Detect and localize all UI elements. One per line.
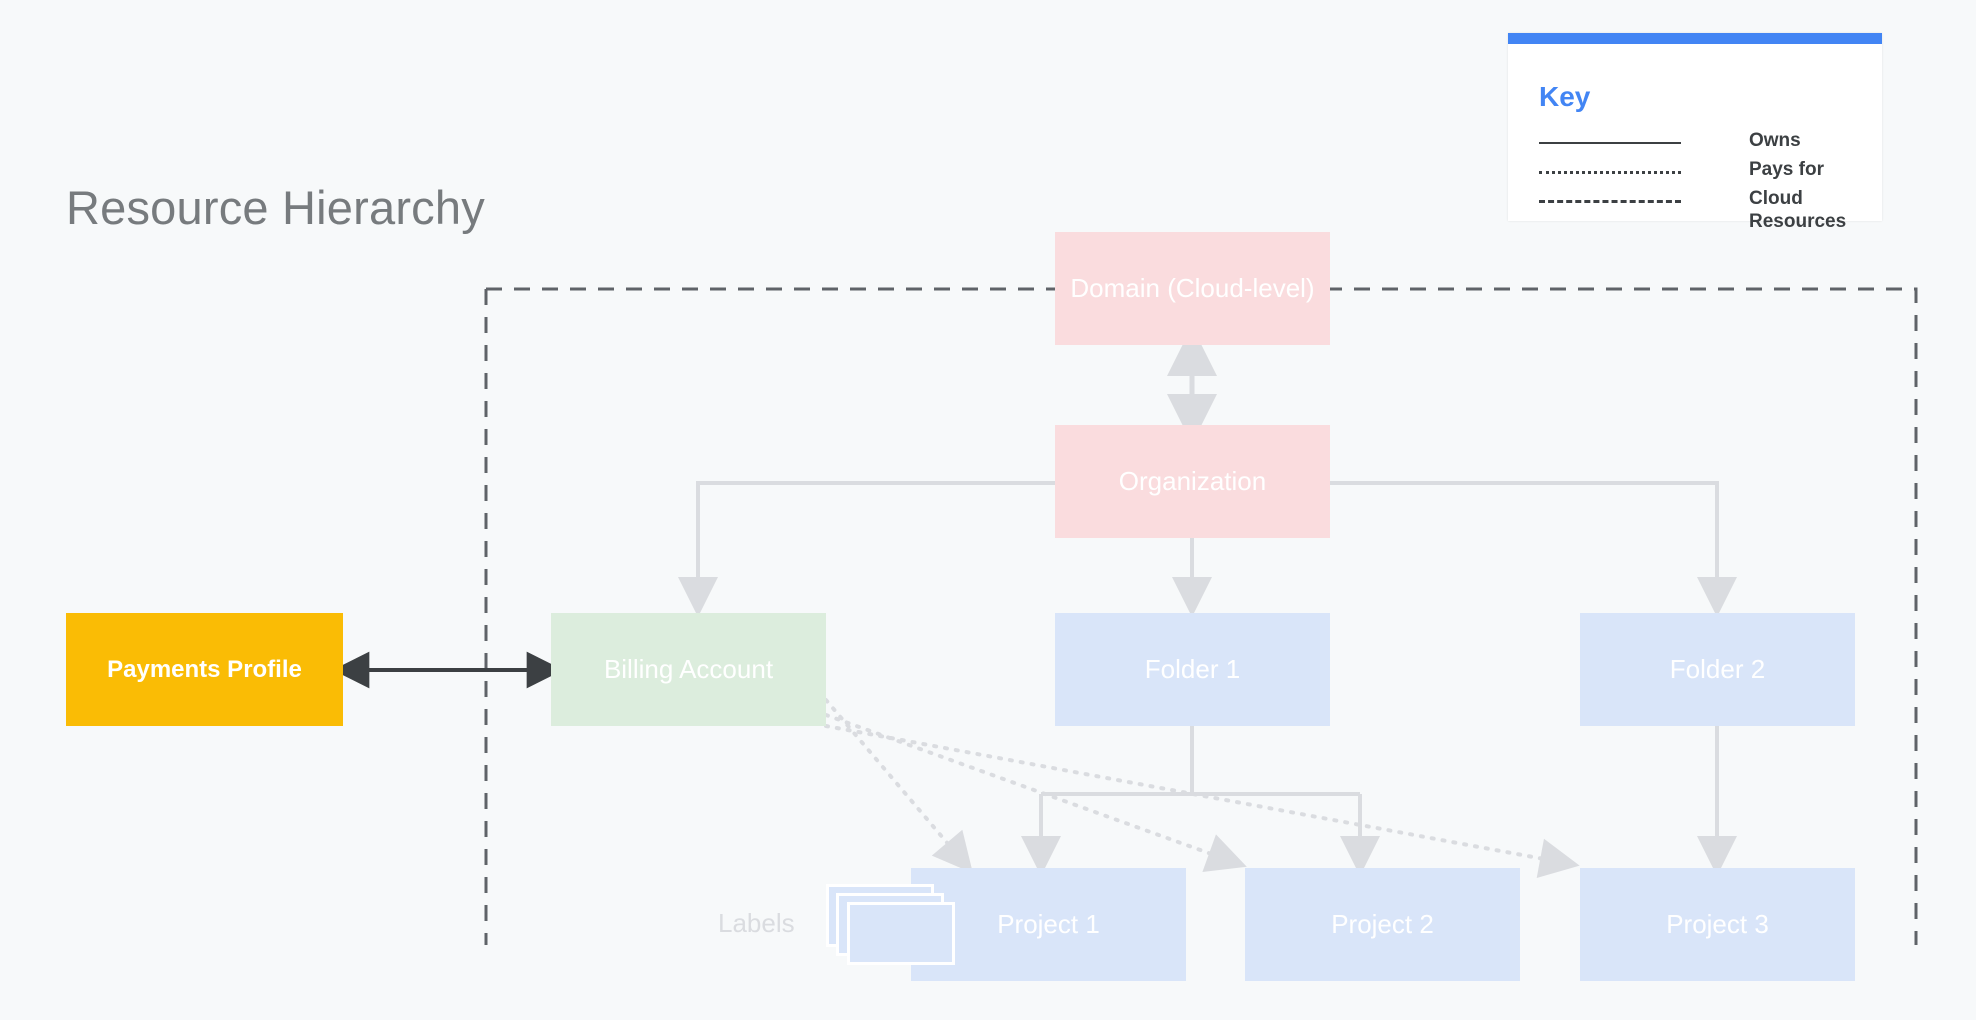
labels-annotation: Labels — [718, 908, 795, 938]
node-project-3[interactable]: Project 3 — [1580, 868, 1855, 981]
legend-item-owns: Owns — [1539, 129, 1869, 163]
dotted-line-icon — [1539, 171, 1681, 174]
label-card — [847, 902, 955, 965]
node-project-2[interactable]: Project 2 — [1245, 868, 1520, 981]
node-project-1[interactable]: Project 1 — [911, 868, 1186, 981]
node-domain[interactable]: Domain (Cloud-level) — [1055, 232, 1330, 345]
node-folder-1[interactable]: Folder 1 — [1055, 613, 1330, 726]
node-billing-account[interactable]: Billing Account — [551, 613, 826, 726]
node-payments-profile[interactable]: Payments Profile — [66, 613, 343, 726]
legend-item-label: Pays for — [1749, 159, 1824, 180]
legend-item-label: Cloud Resources — [1749, 188, 1847, 232]
legend-item-label: Owns — [1749, 130, 1801, 151]
node-folder-2[interactable]: Folder 2 — [1580, 613, 1855, 726]
edge-billing-pays-project3 — [824, 724, 1580, 879]
edge-organization-billing — [678, 481, 1055, 617]
legend-item-cloud-resources: Cloud Resources — [1539, 187, 1869, 232]
edge-organization-folder2 — [1330, 481, 1737, 617]
solid-line-icon — [1539, 142, 1681, 144]
legend-item-pays-for: Pays for — [1539, 158, 1869, 192]
edge-billing-pays-project2 — [824, 713, 1247, 873]
edge-billing-pays-project1 — [824, 698, 973, 874]
dashed-line-icon — [1539, 200, 1681, 203]
labels-stack-icon — [826, 884, 966, 974]
edge-folder1-bus — [1039, 726, 1362, 852]
legend-panel: Key Owns Pays for Cloud Resources — [1508, 33, 1882, 232]
legend-accent-bar — [1508, 33, 1882, 44]
legend-title: Key — [1539, 81, 1591, 112]
page-title: Resource Hierarchy — [66, 181, 485, 234]
node-organization[interactable]: Organization — [1055, 425, 1330, 538]
